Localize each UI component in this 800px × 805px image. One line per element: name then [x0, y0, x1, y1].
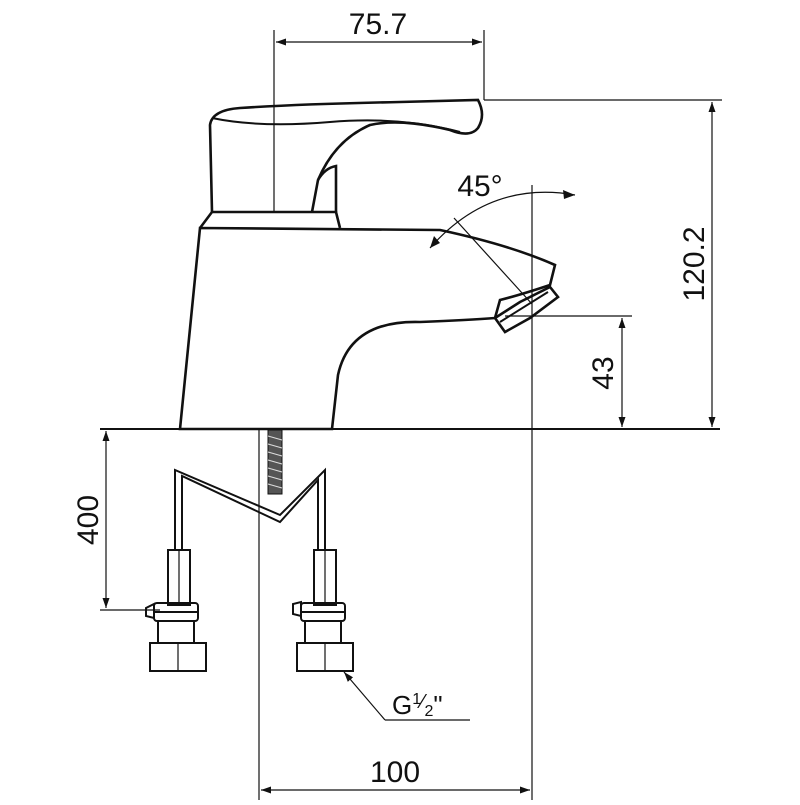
dimension-hose-length: 400: [72, 431, 160, 611]
spout-height-label: 43: [587, 356, 620, 389]
threaded-stud: [267, 429, 283, 495]
dimension-spout-height: 43: [505, 315, 632, 427]
lever-handle: [208, 98, 484, 213]
dimension-base-to-spout: 100: [258, 429, 530, 800]
thread-callout: G1⁄2": [343, 671, 470, 721]
spout-angle-label: 45°: [457, 170, 502, 203]
flexible-hoses: [174, 467, 326, 550]
hose-length-label: 400: [72, 495, 105, 545]
right-hose-connector: [292, 549, 354, 672]
dimension-handle-width: 75.7: [273, 8, 485, 212]
aerator: [493, 285, 560, 334]
handle-width-label: 75.7: [349, 8, 407, 41]
dimension-spout-angle: 45°: [429, 170, 576, 800]
base-to-spout-label: 100: [370, 756, 420, 789]
dimension-total-height: 120.2: [484, 99, 722, 427]
faucet-body: [178, 210, 557, 431]
left-hose-connector: [145, 549, 207, 672]
total-height-label: 120.2: [678, 226, 711, 301]
thread-size-label: G1⁄2": [392, 690, 443, 720]
